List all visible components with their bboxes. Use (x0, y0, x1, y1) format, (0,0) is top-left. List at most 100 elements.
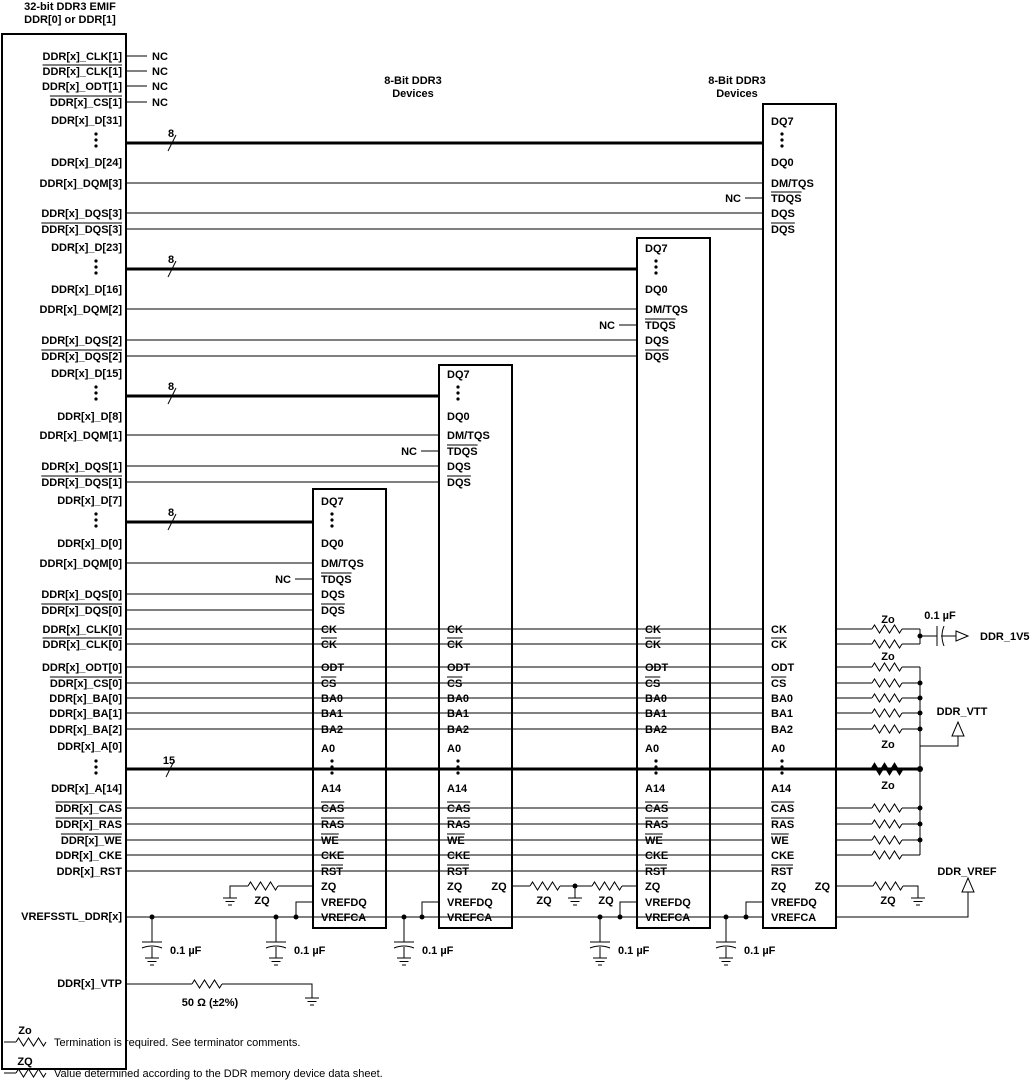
ground-symbol (145, 957, 159, 966)
junction-dot (419, 914, 425, 920)
vtt-termination-resistor (871, 724, 903, 734)
device-pin-ctrl: CAS (771, 803, 794, 815)
device-pin-vrefdq: VREFDQ (645, 897, 691, 909)
device-pin-ctrl: ODT (771, 662, 795, 674)
bus-width-label: 8 (168, 128, 174, 140)
device-pin-zq-right: ZQ (491, 881, 507, 893)
device-pin-ctrl: WE (321, 835, 339, 847)
device-pin-a14: A14 (645, 783, 666, 795)
ellipsis-dot (654, 771, 658, 775)
device-pin-ctrl: CK (447, 639, 463, 651)
device-pin-a14: A14 (771, 783, 792, 795)
ellipsis-dot (330, 524, 334, 528)
control-pin-label: DDR[x]_WE (61, 835, 122, 847)
device-pin-ctrl: RAS (447, 819, 470, 831)
ellipsis-dot (654, 265, 658, 269)
zo-label: Zo (881, 614, 895, 626)
control-pin-label: DDR[x]_CKE (55, 850, 122, 862)
device-pin-dq7: DQ7 (321, 496, 344, 508)
control-pin-label: DDR[x]_CAS (55, 803, 122, 815)
ground-symbol (269, 957, 283, 966)
device-pin-dqs: DQS (321, 589, 345, 601)
device-pin-ctrl: CK (645, 639, 661, 651)
device-pin-ctrl: BA0 (771, 693, 793, 705)
zq-resistor (591, 881, 623, 891)
device-pin-zq: ZQ (645, 881, 661, 893)
device-pin-dq7: DQ7 (645, 243, 668, 255)
junction-dot (597, 914, 603, 920)
ellipsis-dot (780, 132, 784, 136)
device-pin-ctrl: CK (771, 624, 787, 636)
device-pin-ctrl: CAS (321, 803, 344, 815)
device-pin-ctrl: BA1 (321, 708, 343, 720)
dqs-label: DDR[x]_DQS[2] (41, 335, 122, 347)
address-high-label: DDR[x]_A[0] (57, 741, 122, 753)
device-pin-ctrl: CS (321, 678, 336, 690)
legend-zq-resistor (15, 1068, 47, 1078)
ck-term-wire (836, 628, 937, 645)
ground-symbol (593, 957, 607, 966)
nc-pin-label: DDR[x]_CLK[1] (43, 51, 123, 63)
nc-label: NC (152, 51, 168, 63)
bus-width-label: 8 (168, 254, 174, 266)
device-pin-vrefdq: VREFDQ (321, 897, 367, 909)
zq-wire (836, 885, 919, 898)
zq-label: ZQ (254, 895, 270, 907)
vtt-termination-resistor (871, 835, 903, 845)
vref-label: VREFSSTL_DDR[x] (21, 911, 122, 923)
junction-dot (917, 837, 923, 843)
ellipsis-dot (94, 391, 98, 395)
device-pin-zq: ZQ (447, 881, 463, 893)
ground-symbol (911, 897, 925, 906)
bus-slash (167, 387, 177, 405)
device-pin-ctrl: RST (771, 866, 793, 878)
nc-label: NC (152, 66, 168, 78)
legend-zo-text: Termination is required. See terminator … (54, 1037, 300, 1049)
device-pin-dqs-n: DQS (321, 605, 345, 617)
ground-symbol (223, 897, 237, 906)
capacitor-value: 0.1 µF (294, 945, 326, 957)
emif-subtitle: DDR[0] or DDR[1] (24, 14, 116, 26)
ellipsis-dot (330, 765, 334, 769)
device-pin-ctrl: BA0 (321, 693, 343, 705)
device-pin-a14: A14 (447, 783, 468, 795)
dqm-label: DDR[x]_DQM[0] (40, 558, 123, 570)
device-pin-ctrl: CKE (447, 850, 470, 862)
nc-label: NC (275, 574, 291, 586)
device-pin-dq0: DQ0 (645, 284, 668, 296)
data-bus-low-label: DDR[x]_D[8] (57, 411, 122, 423)
junction-dot (743, 914, 749, 920)
device-title: Devices (392, 88, 434, 100)
capacitor-value: 0.1 µF (924, 610, 956, 622)
device-pin-dm: DM/TQS (771, 178, 814, 190)
nc-pin-label: DDR[x]_ODT[1] (42, 81, 122, 93)
junction-dot (917, 766, 923, 772)
device-pin-dqs-n: DQS (771, 224, 795, 236)
device-pin-ctrl: CS (771, 678, 786, 690)
ground-symbol (719, 957, 733, 966)
device-pin-ctrl: BA1 (447, 708, 469, 720)
dqs-n-label: DDR[x]_DQS[1] (41, 477, 122, 489)
bus-slash (167, 260, 177, 278)
zq-label: ZQ (536, 895, 552, 907)
vtp-resistor-value: 50 Ω (±2%) (182, 997, 239, 1009)
device-pin-ctrl: BA2 (447, 724, 469, 736)
device-pin-ctrl: BA2 (645, 724, 667, 736)
junction-dot (293, 914, 299, 920)
ellipsis-dot (654, 259, 658, 263)
bus-width-label: 15 (163, 755, 175, 767)
legend-zq-text: Value determined according to the DDR me… (54, 1068, 383, 1080)
emif-controller-box (1, 33, 127, 1070)
ck-termination-resistor (871, 639, 903, 649)
vref-rail-arrow (961, 876, 975, 893)
device-pin-ctrl: WE (645, 835, 663, 847)
device-pin-ctrl: CK (447, 624, 463, 636)
device-pin-vrefdq: VREFDQ (771, 897, 817, 909)
control-pin-label: DDR[x]_RAS (55, 819, 122, 831)
rail-arrow (955, 630, 970, 642)
device-pin-ctrl: WE (771, 835, 789, 847)
data-bus-low-label: DDR[x]_D[24] (51, 157, 122, 169)
legend-zo-symbol: Zo (18, 1025, 32, 1037)
